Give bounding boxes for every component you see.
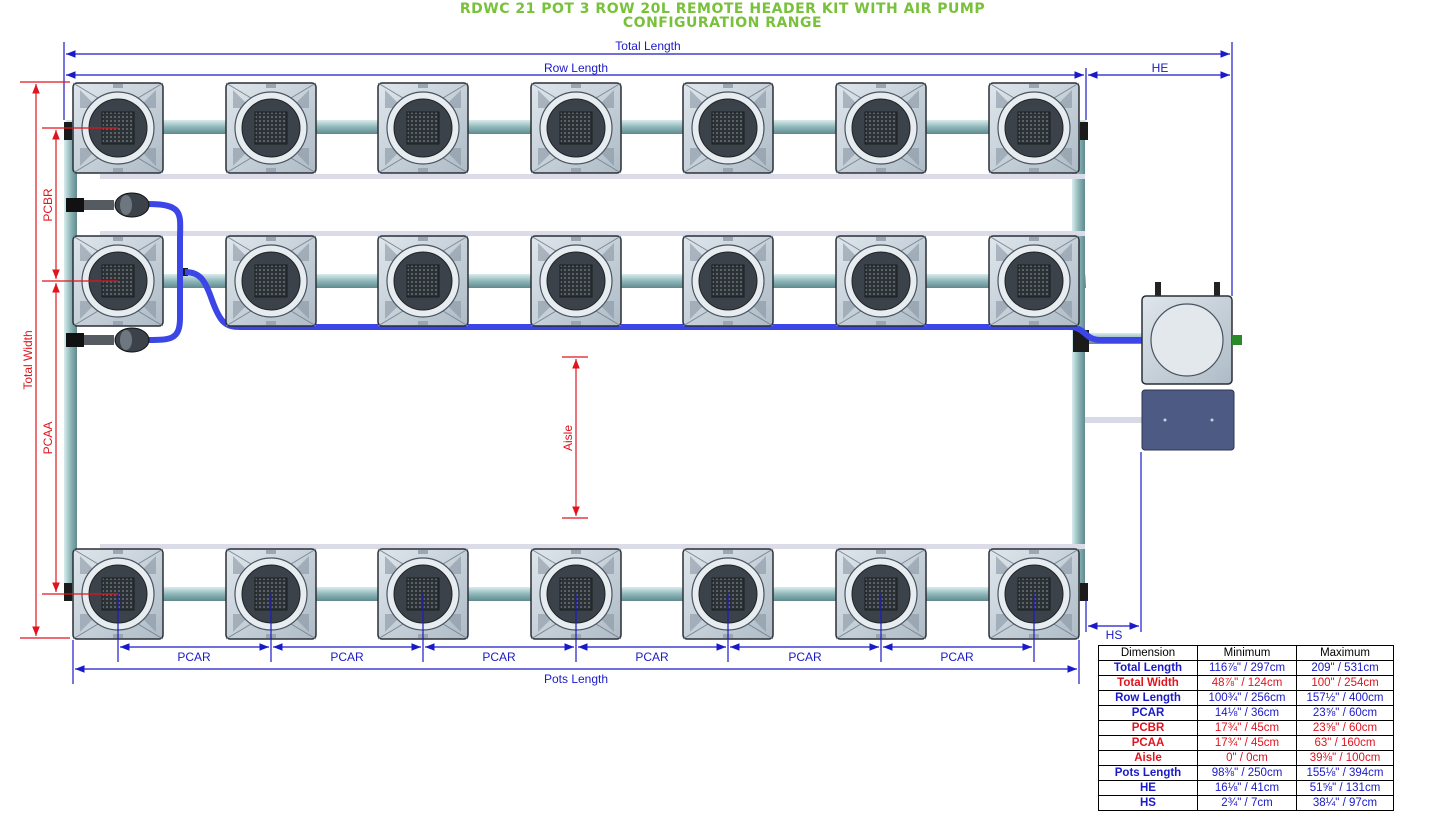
label-pots-length: Pots Length <box>544 672 608 686</box>
dimension-max: 39⅜" / 100cm <box>1296 750 1394 766</box>
dimension-labels: Total Length Row Length HE HS PCAR PCAR … <box>21 39 1168 686</box>
table-header: Minimum <box>1197 645 1297 661</box>
label-pcar: PCAR <box>788 650 822 664</box>
table-row: PCAA 17¾" / 45cm 63" / 160cm <box>1098 735 1394 751</box>
pot <box>530 235 622 327</box>
label-total-length: Total Length <box>615 39 680 53</box>
table-row: PCBR 17¾" / 45cm 23⅝" / 60cm <box>1098 720 1394 736</box>
pot <box>988 235 1080 327</box>
label-pcbr: PCBR <box>41 188 55 222</box>
label-pcar: PCAR <box>330 650 364 664</box>
table-row: Aisle 0" / 0cm 39⅜" / 100cm <box>1098 750 1394 766</box>
dimension-max: 51⅝" / 131cm <box>1296 780 1394 796</box>
table-header-row: Dimension Minimum Maximum <box>1098 645 1394 661</box>
dimension-name: Aisle <box>1098 750 1198 766</box>
dimension-name: Total Width <box>1098 675 1198 691</box>
pipework <box>64 120 1145 601</box>
diagram-title: RDWC 21 POT 3 ROW 20L REMOTE HEADER KIT … <box>300 2 1145 30</box>
header-tank <box>1141 282 1242 385</box>
dimension-min: 48⅞" / 124cm <box>1197 675 1297 691</box>
air-fitting-bottom <box>66 327 150 353</box>
dimension-max: 23⅝" / 60cm <box>1296 705 1394 721</box>
dimension-min: 100¾" / 256cm <box>1197 690 1297 706</box>
dimension-name: PCAR <box>1098 705 1198 721</box>
table-row: PCAR 14⅛" / 36cm 23⅝" / 60cm <box>1098 705 1394 721</box>
label-pcar: PCAR <box>177 650 211 664</box>
dimension-min: 98⅜" / 250cm <box>1197 765 1297 781</box>
pot <box>988 82 1080 174</box>
table-row: Total Length 116⅞" / 297cm 209" / 531cm <box>1098 660 1394 676</box>
dimension-max: 100" / 254cm <box>1296 675 1394 691</box>
dimension-name: PCBR <box>1098 720 1198 736</box>
title-line-1: RDWC 21 POT 3 ROW 20L REMOTE HEADER KIT … <box>459 1 986 17</box>
label-total-width: Total Width <box>21 330 35 389</box>
pot <box>835 82 927 174</box>
dimension-max: 38¼" / 97cm <box>1296 795 1394 811</box>
label-pcar: PCAR <box>482 650 516 664</box>
pot <box>377 82 469 174</box>
label-hs: HS <box>1106 628 1123 642</box>
dimension-name: PCAA <box>1098 735 1198 751</box>
pot <box>682 235 774 327</box>
blue-dimensions <box>63 42 1233 684</box>
dimension-max: 63" / 160cm <box>1296 735 1394 751</box>
dimension-name: HS <box>1098 795 1198 811</box>
table-row: Row Length 100¾" / 256cm 157½" / 400cm <box>1098 690 1394 706</box>
label-row-length: Row Length <box>544 61 608 75</box>
table-row: HS 2¾" / 7cm 38¼" / 97cm <box>1098 795 1394 811</box>
table-header: Dimension <box>1098 645 1198 661</box>
dimension-max: 209" / 531cm <box>1296 660 1394 676</box>
dimension-max: 23⅝" / 60cm <box>1296 720 1394 736</box>
dimension-min: 2¾" / 7cm <box>1197 795 1297 811</box>
dimension-min: 0" / 0cm <box>1197 750 1297 766</box>
pot <box>225 235 317 327</box>
table-row: Pots Length 98⅜" / 250cm 155⅛" / 394cm <box>1098 765 1394 781</box>
dimension-min: 16⅛" / 41cm <box>1197 780 1297 796</box>
pot <box>835 235 927 327</box>
pot <box>225 82 317 174</box>
label-aisle: Aisle <box>561 425 575 451</box>
dimension-min: 14⅛" / 36cm <box>1197 705 1297 721</box>
table-row: HE 16⅛" / 41cm 51⅝" / 131cm <box>1098 780 1394 796</box>
dimension-table: Dimension Minimum Maximum Total Length 1… <box>1098 645 1394 811</box>
dimension-max: 155⅛" / 394cm <box>1296 765 1394 781</box>
label-pcar: PCAR <box>635 650 669 664</box>
air-pump <box>1141 389 1235 451</box>
table-row: Total Width 48⅞" / 124cm 100" / 254cm <box>1098 675 1394 691</box>
dimension-name: Row Length <box>1098 690 1198 706</box>
pot <box>530 82 622 174</box>
air-fitting-top <box>66 192 150 218</box>
title-line-2: CONFIGURATION RANGE <box>622 15 823 31</box>
dimension-name: HE <box>1098 780 1198 796</box>
dimension-min: 116⅞" / 297cm <box>1197 660 1297 676</box>
label-pcaa: PCAA <box>41 422 55 455</box>
pot <box>377 235 469 327</box>
dimension-name: Pots Length <box>1098 765 1198 781</box>
table-header: Maximum <box>1296 645 1394 661</box>
label-he: HE <box>1152 61 1169 75</box>
dimension-max: 157½" / 400cm <box>1296 690 1394 706</box>
label-pcar: PCAR <box>940 650 974 664</box>
dimension-min: 17¾" / 45cm <box>1197 720 1297 736</box>
dimension-min: 17¾" / 45cm <box>1197 735 1297 751</box>
dimension-name: Total Length <box>1098 660 1198 676</box>
pot <box>682 82 774 174</box>
red-dimensions <box>20 81 588 639</box>
